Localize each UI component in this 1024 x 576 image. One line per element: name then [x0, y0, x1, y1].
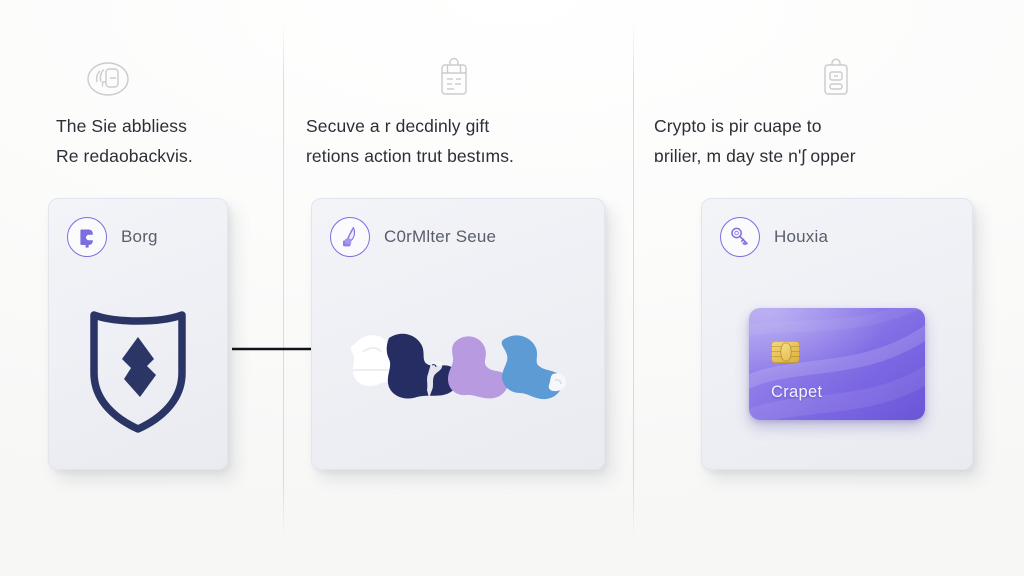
- caption-line: Crypto is pir cuape to: [654, 116, 822, 136]
- card-label: Crapet: [771, 383, 823, 401]
- column-2: Secuve a r decdinly gift retions action …: [283, 0, 970, 576]
- card-swoosh-decoration: [749, 308, 925, 420]
- panel-card-1[interactable]: Borg: [48, 198, 228, 470]
- panel-2-body: [312, 265, 604, 469]
- caption-line: Secuve a r decdinly gift: [306, 116, 490, 136]
- security-shield-art: [86, 301, 190, 433]
- card-chip-icon: [771, 341, 800, 363]
- column-divider-2: [633, 20, 634, 540]
- caption-line: Re redaobackvis.: [56, 146, 193, 166]
- clipboard-note-icon: [810, 54, 862, 104]
- key-circle-icon: [720, 217, 760, 257]
- credit-card-art: Crapet: [749, 308, 925, 420]
- panel-card-2[interactable]: C0rMlter Seue: [311, 198, 605, 470]
- badge-circle-icon: [82, 54, 134, 104]
- column-3-caption: Crypto is pir cuape to ɒrilier, m day st…: [654, 111, 856, 171]
- caption-line: The Sie abbliess: [56, 116, 187, 136]
- column-3: Crypto is pir cuape to ɒrilier, m day st…: [633, 0, 1024, 576]
- blob-cluster-art: [333, 308, 583, 418]
- panel-1-header: Borg: [67, 217, 158, 257]
- panel-card-3[interactable]: Houxia Crapet: [701, 198, 973, 470]
- panel-1-body: [49, 265, 227, 469]
- panel-2-header: C0rMlter Seue: [330, 217, 496, 257]
- panel-3-header: Houxia: [720, 217, 828, 257]
- column-2-caption: Secuve a r decdinly gift retions action …: [306, 111, 514, 171]
- panel-3-body: Crapet: [702, 265, 972, 469]
- wallet-circle-icon: [67, 217, 107, 257]
- column-1-caption: The Sie abbliess Re redaobackvis.: [56, 111, 193, 171]
- column-divider-1: [283, 20, 284, 540]
- panel-2-brand-name: C0rMlter Seue: [384, 227, 497, 246]
- clipboard-calendar-icon: [428, 54, 480, 104]
- column-1: The Sie abbliess Re redaobackvis. Borg: [0, 0, 352, 576]
- leaf-circle-icon: [330, 217, 370, 257]
- caption-line: ɒrilier, m day ste nʹʃ opper: [654, 146, 856, 166]
- caption-line: retions action trut bestıms.: [306, 146, 515, 166]
- panel-3-brand-name: Houxia: [774, 227, 829, 246]
- panel-1-brand-name: Borg: [121, 227, 158, 246]
